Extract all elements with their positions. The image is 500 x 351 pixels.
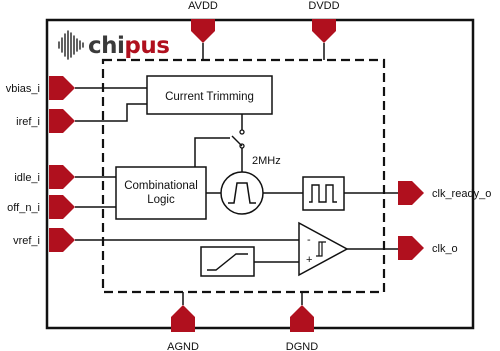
combinational-logic-block: Combinational Logic <box>115 166 207 220</box>
pin-label-vbias-i: vbias_i <box>6 83 40 95</box>
oscillator: 2MHz <box>220 155 281 215</box>
pin-iref-i: iref_i <box>16 109 75 133</box>
pin-off-n-i: off_n_i <box>7 195 75 219</box>
pin-avdd: AVDD <box>188 0 218 60</box>
pin-label-idle-i: idle_i <box>14 172 40 184</box>
square-wave-icon <box>309 184 337 203</box>
hysteresis-icon <box>316 241 326 257</box>
pin-clk-ready-o: clk_ready_o <box>398 181 491 205</box>
pin-label-off-n-i: off_n_i <box>7 202 40 214</box>
pin-vbias-i: vbias_i <box>6 76 75 100</box>
pin-vref-i: vref_i <box>13 228 75 252</box>
current-trimming-label: Current Trimming <box>165 91 254 103</box>
switch-icon <box>231 129 245 149</box>
svg-text:chipus: chipus <box>88 33 169 59</box>
waveform-icon <box>58 30 84 60</box>
pin-label-dgnd: DGND <box>286 341 318 351</box>
pin-dvdd: DVDD <box>308 0 340 60</box>
ramp-generator-block <box>200 246 255 277</box>
pin-agnd: AGND <box>167 292 199 351</box>
chipus-logo: chipus <box>58 30 170 60</box>
logo-text-pus: pus <box>124 33 169 59</box>
combinational-logic-label-2: Logic <box>147 194 175 206</box>
pin-label-dvdd: DVDD <box>308 0 339 12</box>
wires <box>75 87 398 263</box>
current-trimming-block: Current Trimming <box>146 75 273 115</box>
comparator: - + <box>298 221 349 277</box>
pin-label-clk-o: clk_o <box>432 243 458 255</box>
pin-label-clk-ready-o: clk_ready_o <box>432 188 491 200</box>
ramp-icon <box>207 253 248 271</box>
logo-text-chi: chi <box>88 33 124 59</box>
combinational-logic-label-1: Combinational <box>124 180 198 192</box>
pin-clk-o: clk_o <box>398 236 458 260</box>
pin-label-vref-i: vref_i <box>13 235 40 247</box>
comparator-plus: + <box>306 254 312 266</box>
chip-outline <box>45 18 475 330</box>
digital-domain-boundary <box>101 58 386 294</box>
pin-label-avdd: AVDD <box>188 0 218 12</box>
pin-dgnd: DGND <box>286 292 318 351</box>
comparator-minus: - <box>307 234 311 246</box>
oscillator-icon <box>228 182 256 204</box>
pin-label-iref-i: iref_i <box>16 116 40 128</box>
clock-buffer-block <box>302 176 345 211</box>
pin-idle-i: idle_i <box>14 165 75 189</box>
oscillator-frequency-label: 2MHz <box>252 155 281 167</box>
comparator-icon <box>298 221 349 277</box>
pin-label-agnd: AGND <box>167 341 199 351</box>
